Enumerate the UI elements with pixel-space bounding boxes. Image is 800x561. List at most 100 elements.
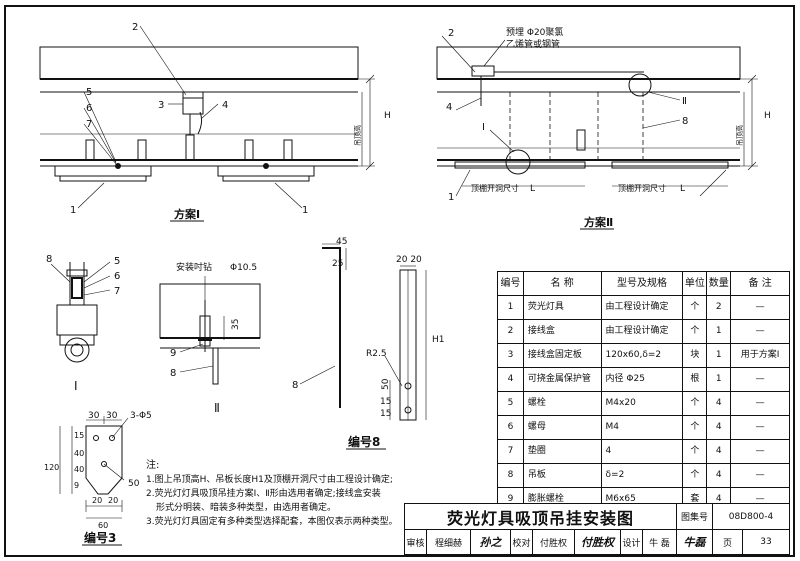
cell-no: 4 [497,367,524,392]
cell-qty: 4 [706,463,732,488]
cell-qty: 1 [706,343,732,368]
checker-signature: 付胜权 [575,530,621,554]
title-block: 荧光灯具吸顶吊挂安装图 图集号 08D800-4 审核 程细赫 孙之 校对 付胜… [404,503,790,555]
label: 1 [70,205,76,216]
cell-name: 螺母 [522,415,602,440]
dim-label: 3-Φ5 [130,411,152,421]
dim-label: 顶棚开洞尺寸 [471,183,519,193]
dim-label: 60 [98,521,108,530]
column-header: 数量 [706,271,732,296]
cell-unit: 个 [682,415,708,440]
label: 6 [114,271,120,282]
dim-label: 120 [44,463,59,472]
cell-qty: 1 [706,367,732,392]
label: 6 [86,103,92,114]
cell-no: 1 [497,295,524,320]
cell-no: 8 [497,463,524,488]
detail-mark: Ⅰ [482,122,485,133]
callout: 预埋 Φ20聚氯 [506,26,563,38]
designer-name: 牛 磊 [643,530,677,554]
cell-name: 吊板 [522,463,602,488]
reviewer-name: 程细赫 [427,530,471,554]
label: 7 [114,286,120,297]
column-header: 名 称 [522,271,602,296]
dim-label: 35 [231,319,241,330]
page-number: 33 [760,537,772,547]
caption: Ⅰ [74,379,78,393]
cell-remark: — [730,295,790,320]
label: 1 [448,192,454,203]
cell-remark: — [730,319,790,344]
detail-i-drawing [50,261,111,363]
caption: 方案Ⅱ [584,215,613,229]
cell-remark: — [730,367,790,392]
cell-remark: — [730,415,790,440]
label: 1 [302,205,308,216]
dim-label: 20 [108,496,118,505]
annotation: 安装吋钻 [176,261,212,273]
cell-unit: 个 [682,391,708,416]
cell-spec: M4 [600,415,684,440]
part3-drawing [59,416,129,519]
cell-name: 垫圈 [522,439,602,464]
dim-label: 40 [74,465,84,474]
cell-qty: 4 [706,391,732,416]
checker-name: 付胜权 [533,530,575,554]
reviewer-signature: 孙之 [471,530,511,554]
column-header: 编号 [497,271,524,296]
dim-label: 50 [381,378,391,390]
dim-label: 顶棚开洞尺寸 [618,183,666,193]
label: 9 [170,348,176,359]
table-header-row: 编号 名 称 型号及规格 单位 数量 备 注 [497,271,790,296]
column-header: 型号及规格 [600,271,684,296]
design-label: 设计 [621,530,643,554]
dim-label: 40 [74,449,84,458]
label: 4 [446,102,452,113]
scheme-i-elevation [39,25,375,209]
sheet-border [4,5,795,557]
dim-label: 15 [74,431,84,440]
cell-unit: 个 [682,295,708,320]
atlas-number: 08D800-4 [713,504,789,530]
caption: 方案Ⅰ [174,207,200,221]
designer-signature: 牛磊 [677,530,713,554]
dim-label: L [680,184,685,194]
cell-unit: 个 [682,463,708,488]
caption: 编号8 [347,434,380,449]
cell-spec: 120x60,δ=2 [600,343,684,368]
cell-spec: 由工程设计确定 [600,295,684,320]
notes-heading: 注: [146,458,159,471]
label: 4 [222,100,228,111]
dim-label: H [384,111,391,121]
cell-remark: — [730,463,790,488]
label: 8 [682,116,688,127]
label: 8 [292,380,298,391]
dim-label: 25 [332,259,343,269]
label: 2 [448,28,454,39]
dim-label: 30 [106,411,118,421]
dim-label: 15 [380,409,391,419]
check-label: 校对 [511,530,533,554]
cell-name: 接线盒 [522,319,602,344]
cell-spec: δ=2 [600,463,684,488]
note-line: 1.图上吊顶高H、吊板长度H1及顶棚开洞尺寸由工程设计确定; [146,473,393,485]
detail-ii-drawing [159,276,261,385]
atlas-label: 图集号 [677,504,713,530]
label: 7 [86,119,92,130]
cell-qty: 2 [706,295,732,320]
cell-spec: 由工程设计确定 [600,319,684,344]
cell-qty: 1 [706,319,732,344]
part8-drawing [299,243,427,421]
dim-label: 20 [92,496,102,505]
cell-name: 接线盒固定板 [522,343,602,368]
cell-spec: 4 [600,439,684,464]
